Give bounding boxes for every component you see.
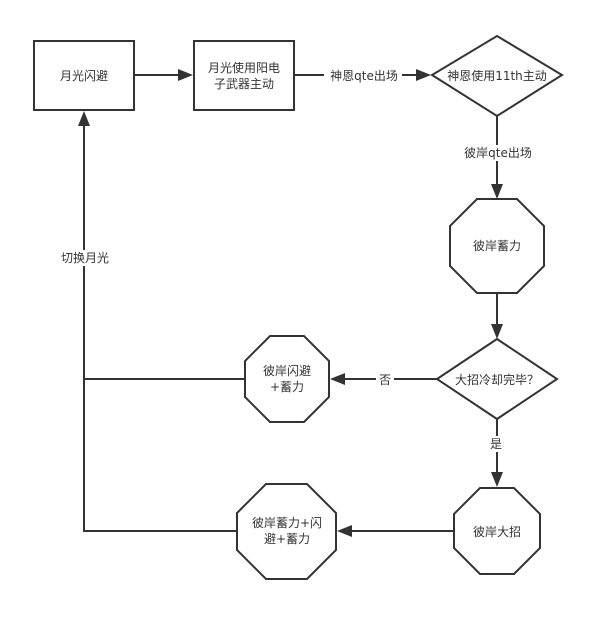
edge-label-shenen-qte: 神恩qte出场 bbox=[330, 69, 398, 83]
node-label-line1: 彼岸闪避 bbox=[263, 364, 311, 378]
arrowhead-e7 bbox=[337, 525, 352, 537]
edge-label-no: 否 bbox=[379, 373, 391, 387]
arrowhead-e4 bbox=[491, 324, 503, 339]
node-label-line2: +蓄力 bbox=[270, 380, 304, 394]
edge-label-bian-qte: 彼岸qte出场 bbox=[464, 146, 532, 160]
edge-label-switch-moonlight: 切换月光 bbox=[61, 251, 109, 265]
node-label: 神恩使用11th主动 bbox=[447, 68, 547, 83]
node-label-line2: 避+蓄力 bbox=[264, 532, 310, 546]
node-bian-dodge-charge[interactable]: 彼岸闪避 +蓄力 bbox=[244, 335, 330, 423]
arrowhead-e3 bbox=[491, 184, 503, 199]
node-label-line1: 月光使用阳电 bbox=[208, 60, 280, 75]
arrowhead-e2 bbox=[416, 69, 431, 81]
node-label-line1: 彼岸蓄力+闪 bbox=[252, 516, 322, 530]
node-ult-cooldown-check[interactable]: 大招冷却完毕？ bbox=[435, 337, 559, 421]
arrowhead-e8 bbox=[78, 111, 90, 126]
node-shenen-11th-active[interactable]: 神恩使用11th主动 bbox=[430, 34, 564, 118]
node-bian-ultimate[interactable]: 彼岸大招 bbox=[453, 487, 541, 575]
node-label: 大招冷却完毕？ bbox=[455, 372, 539, 387]
arrowhead-e1 bbox=[178, 69, 193, 81]
node-moonlight-dodge[interactable]: 月光闪避 bbox=[33, 40, 135, 111]
node-label: 彼岸蓄力 bbox=[473, 239, 521, 253]
node-label-line2: 子武器主动 bbox=[214, 77, 274, 91]
node-label: 月光闪避 bbox=[60, 69, 108, 83]
arrowhead-e6 bbox=[491, 472, 503, 487]
node-bian-charge-dodge-charge[interactable]: 彼岸蓄力+闪 避+蓄力 bbox=[236, 483, 337, 580]
node-label: 彼岸大招 bbox=[473, 525, 521, 539]
edge-charge-dodge-to-moonlight bbox=[83, 379, 237, 532]
node-moonlight-weapon-active[interactable]: 月光使用阳电 子武器主动 bbox=[193, 40, 295, 111]
nodes: 月光闪避 月光使用阳电 子武器主动 神恩使用11th主动 彼岸蓄力 大招冷却完毕… bbox=[33, 34, 564, 580]
edge-label-yes: 是 bbox=[490, 437, 502, 451]
edges: 神恩qte出场 彼岸qte出场 否 是 切换月光 bbox=[55, 67, 538, 537]
node-bian-charge[interactable]: 彼岸蓄力 bbox=[449, 198, 545, 294]
arrowhead-e5 bbox=[330, 373, 345, 385]
